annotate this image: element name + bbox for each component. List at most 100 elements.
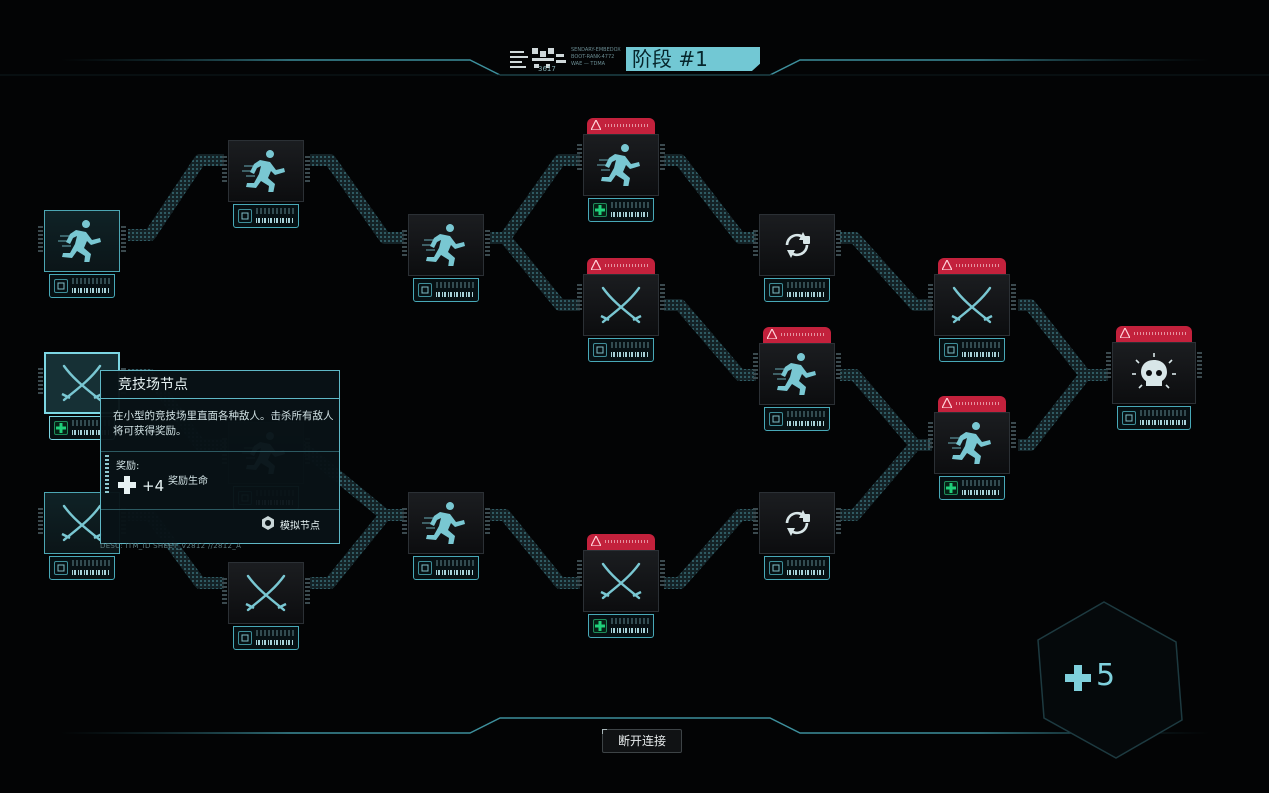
skull-icon: [1132, 353, 1176, 389]
simulate-node-button[interactable]: 模拟节点: [280, 521, 320, 532]
runner-icon: [58, 220, 101, 262]
node-info-plate: [588, 338, 654, 362]
node-info-plate: [49, 556, 115, 580]
danger-header: [938, 258, 1006, 274]
crossed-swords-icon: [61, 504, 103, 542]
map-node-sprint[interactable]: [402, 482, 490, 580]
life-counter-hex: [1037, 601, 1183, 759]
warning-icon: [1120, 328, 1130, 338]
chip-icon: [769, 283, 783, 297]
runner-icon: [422, 502, 465, 544]
bottom-frame-line: [60, 717, 1210, 734]
header-meta-line: SENDARY-EMBEDOX: [571, 47, 621, 53]
disconnect-button[interactable]: 断开连接: [602, 729, 682, 753]
map-node-arena[interactable]: [222, 552, 310, 650]
tooltip-reward-label: 奖励:: [116, 461, 140, 472]
node-info-plate: [233, 626, 299, 650]
life-plus-icon: [1065, 665, 1091, 691]
header-meta-line: WAE — TDMA: [571, 61, 606, 67]
chip-icon: [944, 343, 958, 357]
crossed-swords-icon: [245, 574, 287, 612]
node-info-plate: [588, 198, 654, 222]
refresh-icon: [785, 510, 810, 536]
chip-icon: [418, 561, 432, 575]
chip-icon: [769, 561, 783, 575]
tooltip-side-marks: [105, 455, 109, 495]
runner-icon: [597, 144, 640, 186]
header-year: 3617: [538, 65, 556, 73]
chip-icon: [769, 412, 783, 426]
chip-icon: [593, 343, 607, 357]
tooltip-divider: [101, 451, 339, 452]
runner-icon: [948, 422, 991, 464]
crossed-swords-icon: [61, 364, 103, 402]
node-tooltip: 竞技场节点 在小型的竞技场里直面各种敌人。击杀所有敌人将可获得奖励。 奖励: +…: [100, 370, 340, 544]
danger-header: [587, 534, 655, 550]
warning-icon: [942, 260, 952, 270]
node-info-plate: [49, 274, 115, 298]
node-info-plate: [939, 476, 1005, 500]
chip-icon: [54, 279, 68, 293]
crossed-swords-icon: [951, 286, 993, 324]
runner-icon: [773, 353, 816, 395]
heal-plus-icon: [54, 421, 68, 435]
map-node-arena[interactable]: [577, 258, 665, 362]
health-plus-icon: [118, 476, 136, 494]
crossed-swords-icon: [600, 562, 642, 600]
tooltip-reward-name: 奖励生命: [168, 476, 208, 487]
chip-icon: [418, 283, 432, 297]
tooltip-reward-amount: +4: [142, 477, 165, 495]
refresh-icon: [785, 232, 810, 258]
chip-icon: [1122, 411, 1136, 425]
chip-icon: [238, 631, 252, 645]
node-info-plate: [939, 338, 1005, 362]
warning-icon: [591, 536, 601, 546]
runner-icon: [422, 224, 465, 266]
danger-header: [763, 327, 831, 343]
map-node-boss[interactable]: [1106, 326, 1202, 430]
runner-icon: [242, 150, 285, 192]
node-info-plate: [764, 407, 830, 431]
header-barcode-logo: [510, 48, 566, 72]
simulate-hex-icon[interactable]: [261, 516, 275, 530]
header-meta: SENDARY-EMBEDOX BOOT-RANK-4772 WAE — TDM…: [571, 47, 623, 68]
chip-icon: [54, 561, 68, 575]
danger-header: [587, 258, 655, 274]
map-node-sprint[interactable]: [577, 118, 665, 222]
node-info-plate: [233, 204, 299, 228]
crossed-swords-icon: [600, 286, 642, 324]
danger-header: [938, 396, 1006, 412]
node-info-plate: [588, 614, 654, 638]
warning-icon: [591, 120, 601, 130]
life-counter-value: 5: [1096, 658, 1116, 693]
tooltip-divider: [101, 509, 339, 510]
chip-icon: [238, 209, 252, 223]
warning-icon: [942, 398, 952, 408]
node-info-plate: [413, 278, 479, 302]
tooltip-title: 竞技场节点: [101, 371, 339, 399]
danger-header: [1116, 326, 1192, 342]
heal-plus-icon: [944, 481, 958, 495]
map-node-swap[interactable]: [753, 204, 841, 302]
map-node-arena[interactable]: [928, 258, 1016, 362]
header-meta-line: BOOT-RANK-4772: [571, 54, 615, 60]
warning-icon: [591, 260, 601, 270]
danger-header: [587, 118, 655, 134]
node-info-plate: [764, 556, 830, 580]
node-info-plate: [413, 556, 479, 580]
map-node-sprint[interactable]: [928, 396, 1016, 500]
stage-title: 阶段 #1: [626, 47, 760, 71]
tooltip-description: 在小型的竞技场里直面各种敌人。击杀所有敌人将可获得奖励。: [113, 410, 334, 437]
map-node-sprint[interactable]: [222, 130, 310, 228]
warning-icon: [767, 329, 777, 339]
heal-plus-icon: [593, 203, 607, 217]
map-node-swap[interactable]: [753, 482, 841, 580]
map-node-sprint[interactable]: [402, 204, 490, 302]
map-node-sprint[interactable]: [753, 327, 841, 431]
map-node-arena[interactable]: [577, 534, 665, 638]
tooltip-footer-code: DESC: ITM_ID SHEET_V2812 //2812_A: [100, 542, 242, 550]
node-info-plate: [764, 278, 830, 302]
node-info-plate: [1117, 406, 1191, 430]
map-node-sprint[interactable]: [38, 200, 126, 298]
heal-plus-icon: [593, 619, 607, 633]
